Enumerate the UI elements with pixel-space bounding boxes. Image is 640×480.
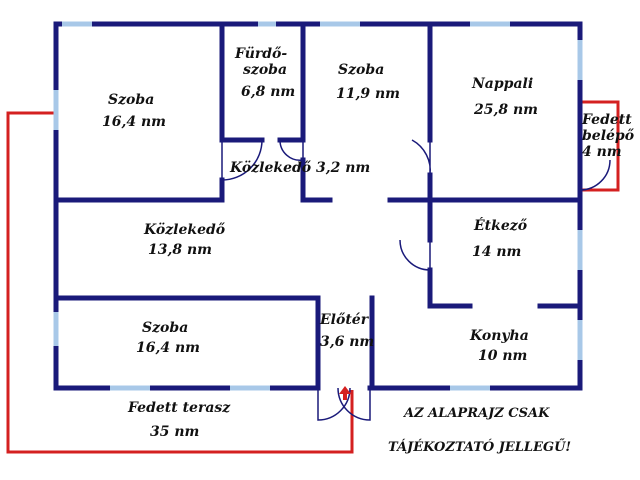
room-name-line2: belépő (582, 128, 635, 144)
entry-arrow-icon (339, 386, 351, 400)
room-name: Közlekedő (144, 222, 226, 238)
room-name: Szoba (338, 62, 385, 78)
room-name: Szoba (142, 320, 189, 336)
walls (53, 21, 583, 391)
terrace-outline (6, 111, 354, 454)
room-area: 11,9 nm (336, 86, 400, 102)
room-label-kozlekedo-big: Közlekedő 13,8 nm (144, 222, 225, 258)
room-label-szoba-sw: Szoba 16,4 nm (136, 320, 200, 356)
entry-porch-outline (580, 100, 620, 192)
room-name-line2: szoba (243, 62, 288, 78)
room-label-nappali: Nappali 25,8 nm (472, 76, 538, 118)
room-label-konyha: Konyha 10 nm (470, 328, 529, 364)
room-area: 16,4 nm (136, 340, 200, 356)
room-label-terasz: Fedett terasz 35 nm (128, 400, 230, 440)
room-label-kozlekedo-small: Közlekedő 3,2 nm (230, 160, 370, 176)
room-label-szoba-nw: Szoba 16,4 nm (102, 92, 166, 130)
room-label-fedett-belepo: Fedett belépő 4 nm (582, 112, 634, 160)
disclaimer-line-1: AZ ALAPRAJZ CSAK (404, 406, 550, 421)
room-label-szoba-n: Szoba 11,9 nm (336, 62, 400, 102)
room-area: 6,8 nm (241, 84, 296, 100)
room-label-etkezo: Étkező 14 nm (472, 218, 528, 260)
room-name-line1: Fürdő- (235, 46, 288, 62)
room-area: 35 nm (150, 424, 200, 440)
windows (53, 21, 583, 391)
room-name: Étkező (474, 218, 528, 234)
room-area: 10 nm (478, 348, 528, 364)
room-label-furdoszoba: Fürdő- szoba 6,8 nm (235, 46, 295, 100)
room-name: Fedett terasz (128, 400, 231, 416)
room-name: Nappali (472, 76, 534, 92)
room-name-line1: Fedett (582, 112, 632, 128)
door-swings (221, 139, 611, 421)
room-area: 25,8 nm (474, 102, 538, 118)
room-area: 13,8 nm (148, 242, 212, 258)
room-area: 14 nm (472, 244, 522, 260)
room-name: Előtér (320, 312, 369, 328)
disclaimer-line-2: TÁJÉKOZTATÓ JELLEGŰ! (388, 440, 572, 455)
room-name: Konyha (470, 328, 529, 344)
room-label-eloter: Előtér 3,6 nm (320, 312, 374, 350)
room-area: 16,4 nm (102, 114, 166, 130)
room-name-area: Közlekedő 3,2 nm (230, 160, 371, 176)
room-name: Szoba (108, 92, 155, 108)
room-area: 4 nm (582, 144, 622, 160)
room-area: 3,6 nm (320, 334, 375, 350)
